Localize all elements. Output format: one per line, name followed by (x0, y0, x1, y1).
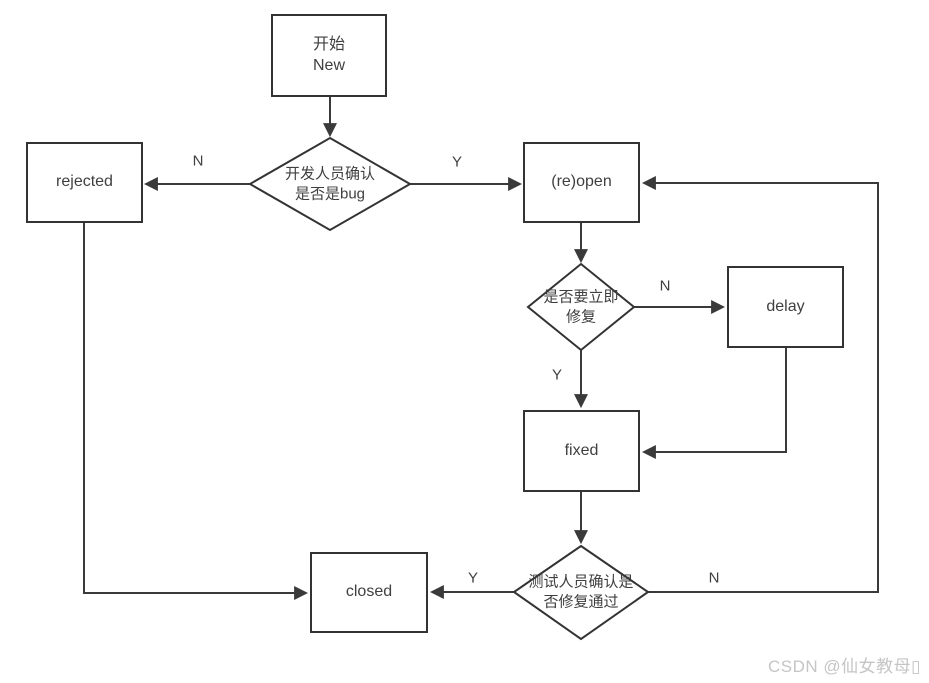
node-fixed: fixed (523, 410, 640, 492)
edge-delay-to-fixed (641, 348, 787, 459)
edge-label-is-bug-yes: Y (451, 153, 463, 171)
decision-verify-shape (512, 544, 650, 641)
edge-rejected-to-closed (83, 223, 309, 600)
edge-label-fix-now-no: N (659, 277, 671, 295)
edge-label-is-bug-no: N (192, 152, 204, 170)
decision-is-bug-shape (247, 136, 413, 232)
node-rejected: rejected (26, 142, 143, 223)
edge-label-verify-yes: Y (467, 569, 479, 587)
node-new: 开始 New (271, 14, 387, 97)
csdn-watermark: CSDN @仙女教母▯ (767, 657, 921, 676)
edge-verify-no-to-reopen (641, 176, 879, 593)
edge-label-fix-now-yes: Y (551, 366, 563, 384)
node-closed: closed (310, 552, 428, 633)
edge-label-verify-no: N (708, 569, 720, 587)
node-reopen: (re)open (523, 142, 640, 223)
decision-fix-now-shape (526, 262, 636, 352)
node-delay: delay (727, 266, 844, 348)
